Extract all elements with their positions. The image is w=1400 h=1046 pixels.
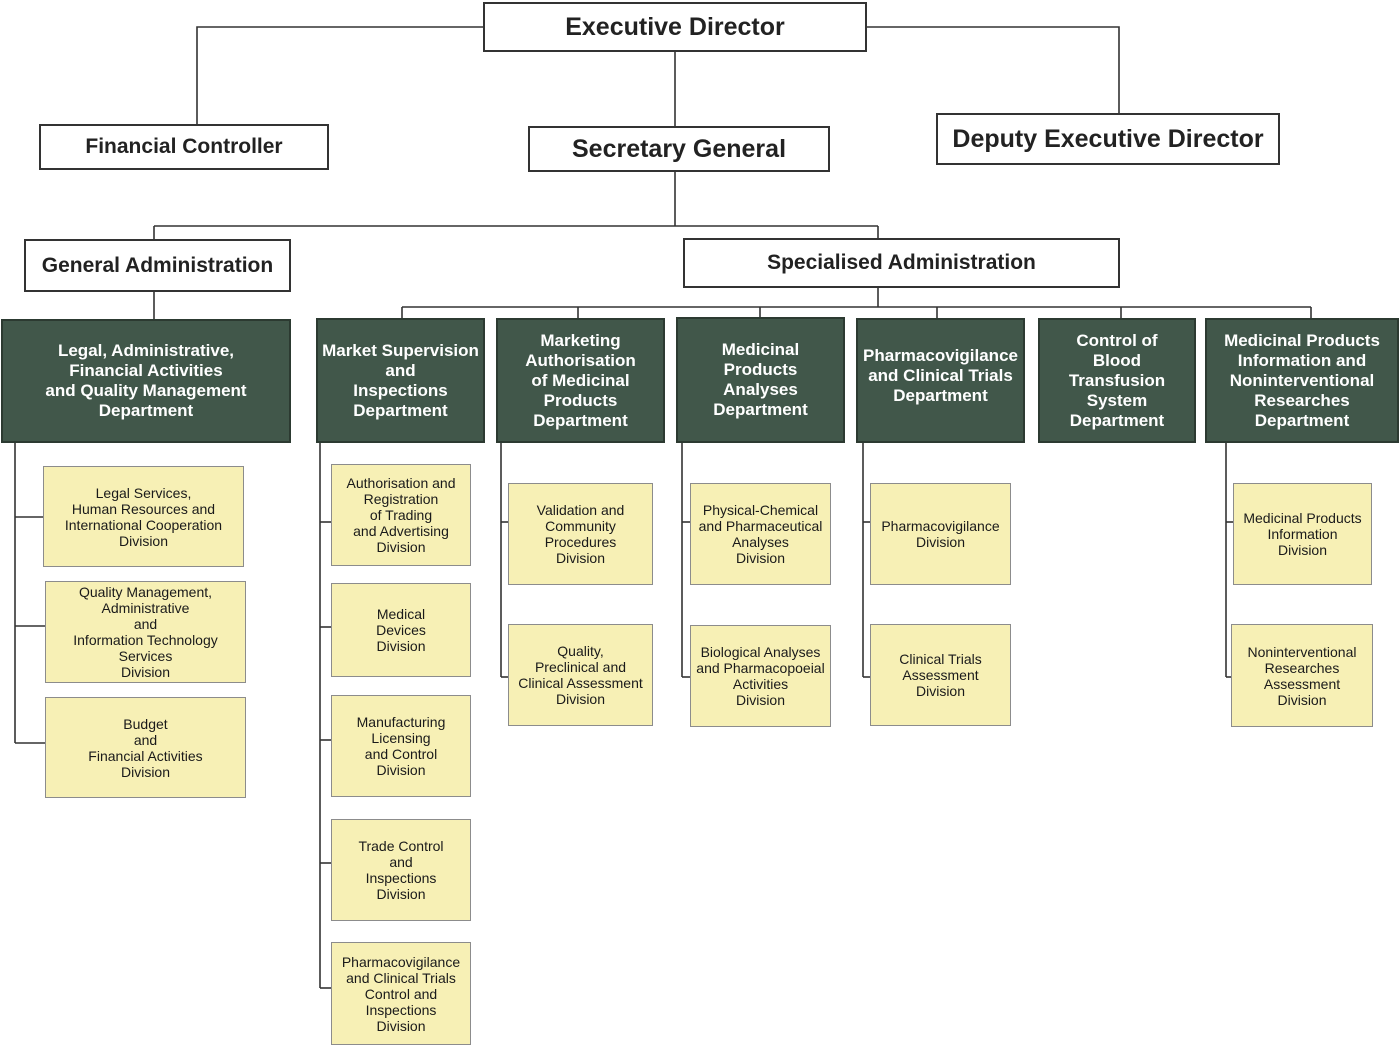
deputy-executive-director-box: Deputy Executive Director	[936, 113, 1280, 165]
division-box: Medical Devices Division	[331, 583, 471, 677]
division-box: Quality, Preclinical and Clinical Assess…	[508, 624, 653, 726]
division-box: Pharmacovigilance and Clinical Trials Co…	[331, 942, 471, 1045]
marketing-authorisation-department-box: Marketing Authorisation of Medicinal Pro…	[496, 318, 665, 443]
division-box: Clinical Trials Assessment Division	[870, 624, 1011, 726]
division-box: Authorisation and Registration of Tradin…	[331, 464, 471, 566]
division-box: Trade Control and Inspections Division	[331, 819, 471, 921]
specialised-administration-box: Specialised Administration	[683, 238, 1120, 288]
legal-department-box: Legal, Administrative, Financial Activit…	[1, 319, 291, 443]
division-box: Biological Analyses and Pharmacopoeial A…	[690, 625, 831, 727]
division-box: Quality Management, Administrative and I…	[45, 581, 246, 683]
division-box: Pharmacovigilance Division	[870, 483, 1011, 585]
general-administration-box: General Administration	[24, 239, 291, 292]
division-box: Physical-Chemical and Pharmaceutical Ana…	[690, 483, 831, 585]
market-supervision-department-box: Market Supervision and Inspections Depar…	[316, 318, 485, 443]
division-box: Budget and Financial Activities Division	[45, 697, 246, 798]
pharmacovigilance-department-box: Pharmacovigilance and Clinical Trials De…	[856, 318, 1025, 443]
executive-director-box: Executive Director	[483, 2, 867, 52]
medicinal-products-information-department-box: Medicinal Products Information and Nonin…	[1205, 318, 1399, 443]
division-box: Noninterventional Researches Assessment …	[1231, 624, 1373, 727]
secretary-general-box: Secretary General	[528, 126, 830, 172]
division-box: Medicinal Products Information Division	[1233, 483, 1372, 585]
division-box: Legal Services, Human Resources and Inte…	[43, 466, 244, 567]
division-box: Validation and Community Procedures Divi…	[508, 483, 653, 585]
medicinal-products-analyses-department-box: Medicinal Products Analyses Department	[676, 317, 845, 443]
financial-controller-box: Financial Controller	[39, 124, 329, 170]
blood-transfusion-department-box: Control of Blood Transfusion System Depa…	[1038, 318, 1196, 443]
division-box: Manufacturing Licensing and Control Divi…	[331, 695, 471, 797]
